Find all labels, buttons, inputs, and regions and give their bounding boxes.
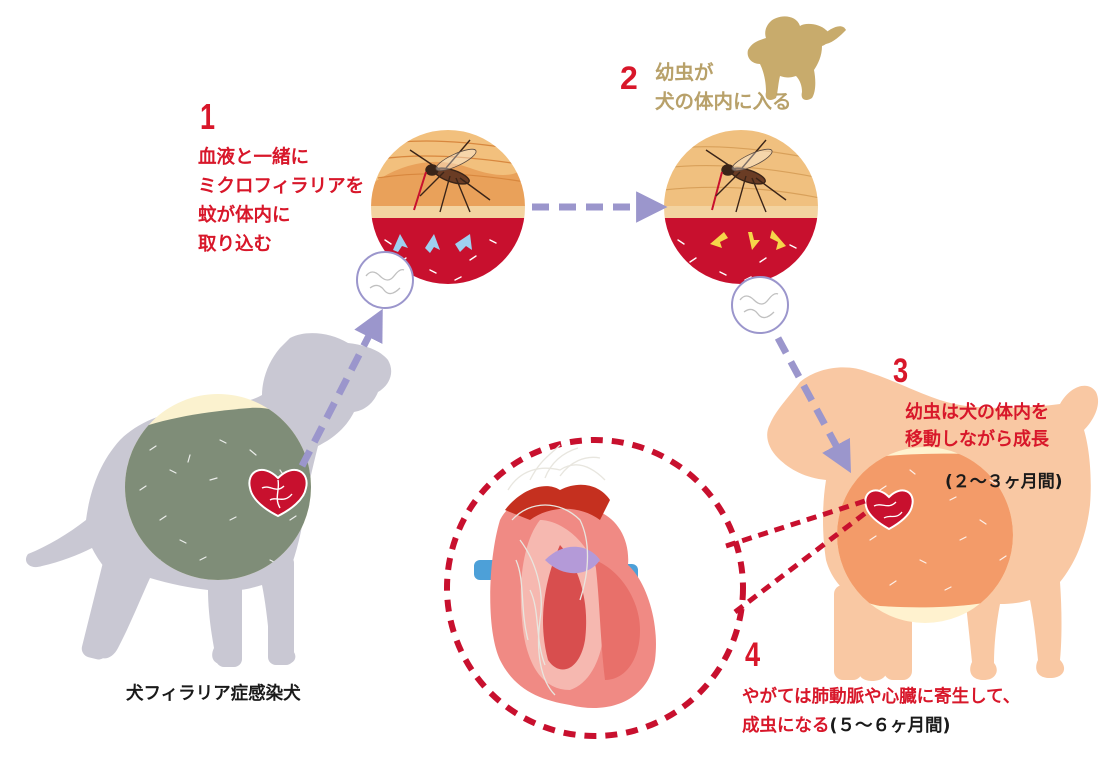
- infected-dog-caption: 犬フィラリア症感染犬: [126, 680, 301, 705]
- microfilaria-icon: [357, 252, 413, 308]
- step-number-1: 1: [200, 96, 215, 138]
- step3-line: 幼虫は犬の体内を: [905, 399, 1049, 426]
- step-number-3: 3: [893, 352, 908, 391]
- step-number-4: 4: [745, 636, 760, 675]
- step4-line: やがては肺動脈や心臓に寄生して、: [742, 683, 1020, 712]
- step2-description: 幼虫が 犬の体内に入る: [655, 58, 792, 116]
- step1-line: 蚊が体内に: [198, 201, 364, 230]
- microfilaria-icon: [732, 277, 788, 333]
- step1-description: 血液と一緒に ミクロフィラリアを 蚊が体内に 取り込む: [198, 143, 364, 259]
- step4-description: やがては肺動脈や心臓に寄生して、 成虫になる(５～６ヶ月間): [742, 683, 1020, 741]
- infected-dog-silhouette: [26, 333, 391, 667]
- step1-line: ミクロフィラリアを: [198, 172, 364, 201]
- step4-duration: (５～６ヶ月間): [830, 716, 951, 736]
- step3-line: 移動しながら成長: [905, 426, 1049, 453]
- step4-main: 成虫になる: [742, 716, 830, 736]
- step-number-2: 2: [620, 60, 638, 97]
- step4-line2: 成虫になる(５～６ヶ月間): [742, 712, 1020, 741]
- step3-description: 幼虫は犬の体内を 移動しながら成長: [905, 399, 1049, 453]
- step2-line: 犬の体内に入る: [655, 87, 792, 116]
- step1-line: 血液と一緒に: [198, 143, 364, 172]
- heart-anatomy-illustration: [447, 440, 743, 736]
- step3-duration: (２～３ヶ月間): [945, 467, 1063, 492]
- step1-line: 取り込む: [198, 230, 364, 259]
- step2-line: 幼虫が: [655, 58, 792, 87]
